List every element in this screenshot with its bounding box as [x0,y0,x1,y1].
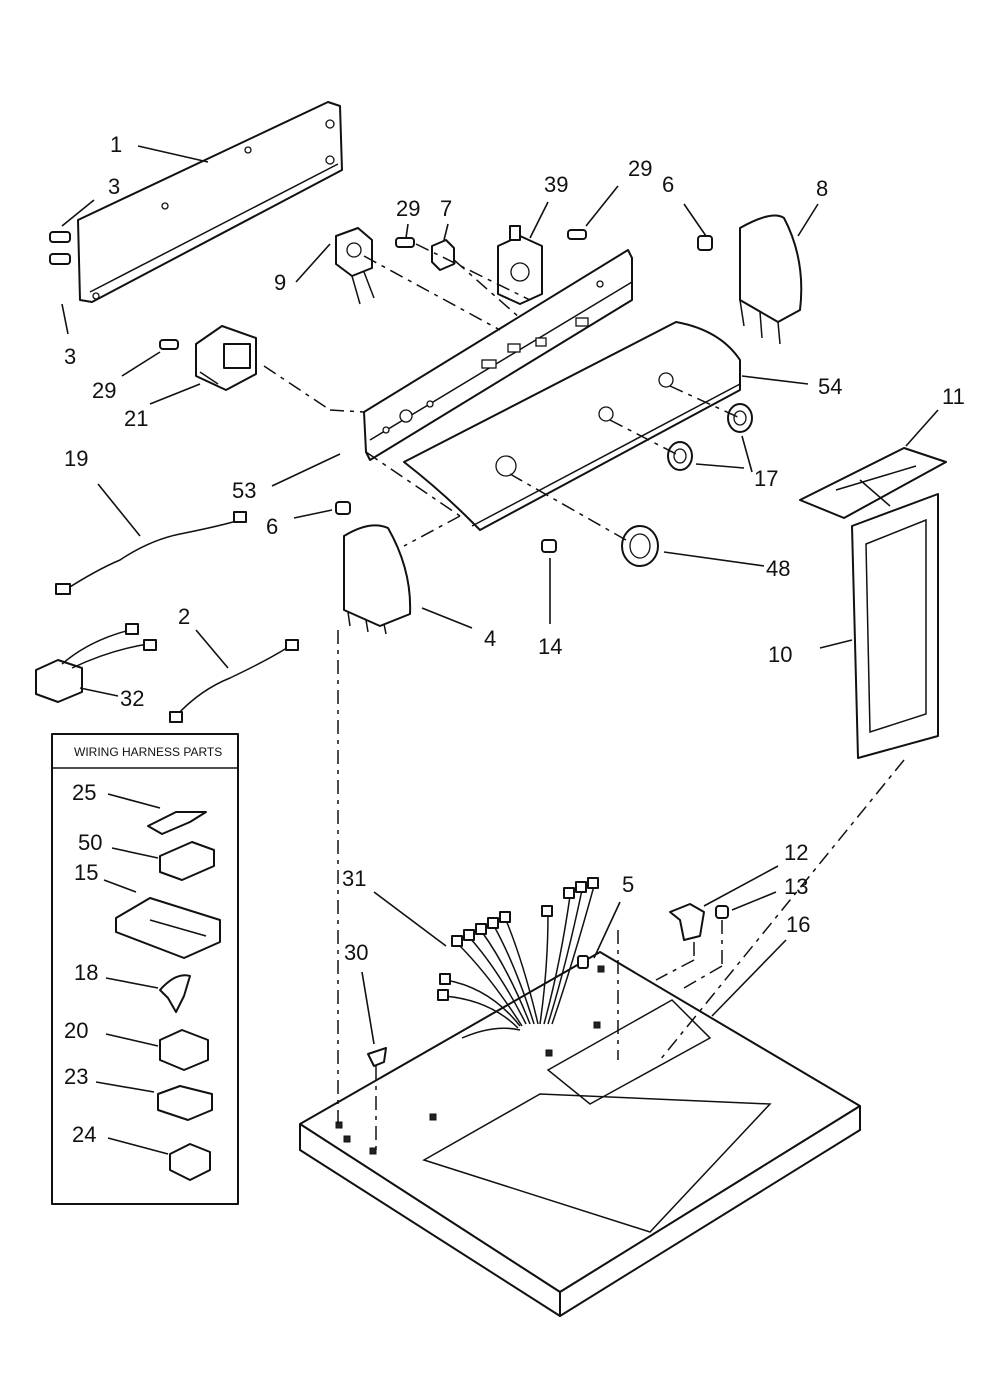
leader-lines [61,145,939,1155]
clip-part-7 [431,239,455,271]
callout-6-left: 6 [266,514,278,539]
screw-part-29-top-left [395,237,415,248]
screw-part-14 [541,539,557,553]
callout-14: 14 [538,634,562,659]
callout-16: 16 [786,912,810,937]
bracket-part-12 [669,903,705,941]
switch-part-9 [335,227,375,305]
callout-18: 18 [74,960,98,985]
callout-15: 15 [74,860,98,885]
knob-part-17-lower [667,441,693,471]
callout-48: 48 [766,556,790,581]
end-cap-part-4 [343,524,412,635]
callout-29-top-left: 29 [396,196,420,221]
screw-part-3-lower [49,253,71,265]
housing-part-24 [169,1143,211,1181]
callout-6-right: 6 [662,172,674,197]
callout-21: 21 [124,406,148,431]
callout-31: 31 [342,866,366,891]
callout-29-top-right: 29 [628,156,652,181]
callout-13: 13 [784,874,808,899]
callout-7: 7 [440,196,452,221]
clip-part-30 [367,1047,387,1067]
component-part-39 [497,225,543,305]
callout-3-upper: 3 [108,174,120,199]
knob-part-48 [621,525,659,567]
callout-19: 19 [64,446,88,471]
callout-10: 10 [768,642,792,667]
callout-17: 17 [754,466,778,491]
callout-25: 25 [72,780,96,805]
callout-4: 4 [484,626,496,651]
callout-9: 9 [274,270,286,295]
callout-50: 50 [78,830,102,855]
screw-part-29-left [159,339,179,350]
terminal-part-25 [147,811,207,835]
callout-labels: 1 3 3 29 7 39 29 6 8 9 29 21 54 11 17 53… [64,132,965,1147]
callout-24: 24 [72,1122,96,1147]
housing-part-23 [157,1085,213,1121]
screw-part-29-top-right [567,229,587,240]
callout-39: 39 [544,172,568,197]
callout-20: 20 [64,1018,88,1043]
wiring-harness-legend: WIRING HARNESS PARTS [51,733,239,1205]
callout-2: 2 [178,604,190,629]
connector-part-32 [35,623,157,703]
screw-part-3-upper [49,231,71,243]
console-front-part-54 [403,321,741,531]
callout-8: 8 [816,176,828,201]
screw-part-5 [577,955,589,969]
screw-part-6-right [697,235,713,251]
callout-30: 30 [344,940,368,965]
wire-part-19 [55,511,247,595]
lint-screen-part-11 [799,447,947,519]
housing-part-20 [159,1029,209,1071]
callout-53: 53 [232,478,256,503]
callout-1: 1 [110,132,122,157]
lint-housing-part-10 [851,493,939,759]
callout-12: 12 [784,840,808,865]
alignment-lines [263,243,905,1150]
housing-part-50 [159,841,215,881]
callout-5: 5 [622,872,634,897]
screw-part-13 [715,905,729,919]
callout-29-left: 29 [92,378,116,403]
wire-harness-part-31 [437,877,599,1039]
callout-54: 54 [818,374,842,399]
callout-32: 32 [120,686,144,711]
knob-part-17-upper [727,403,753,433]
screw-part-6-left [335,501,351,515]
callout-3-lower: 3 [64,344,76,369]
end-cap-part-8 [739,214,803,345]
block-part-15 [115,897,221,959]
timer-part-21 [195,325,257,391]
rear-panel-part-1 [77,101,343,303]
callout-23: 23 [64,1064,88,1089]
clip-part-18 [159,974,191,1013]
wire-part-2 [169,639,299,723]
callout-11: 11 [942,384,965,409]
top-panel-part-16 [299,951,861,1317]
legend-title: WIRING HARNESS PARTS [74,745,222,759]
